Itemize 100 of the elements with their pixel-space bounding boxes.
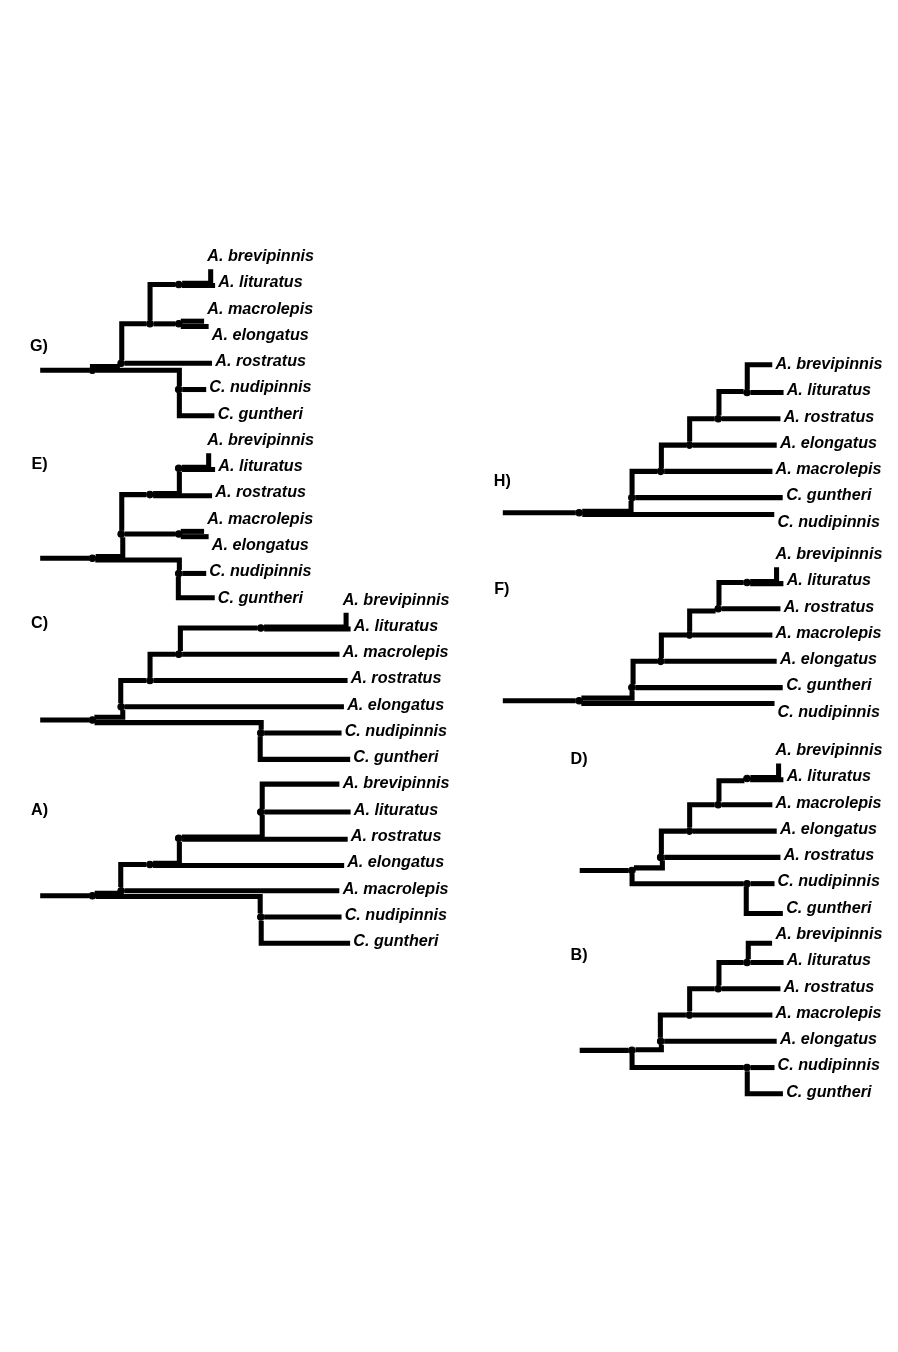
node-point (174, 569, 183, 578)
connector (687, 802, 715, 828)
node-point (575, 696, 583, 705)
node-text: C. nudipinnis (777, 701, 880, 720)
connector (181, 466, 216, 472)
connector (95, 894, 263, 914)
node-point (257, 913, 265, 921)
node-text: A. brevipinnis (207, 429, 315, 448)
connector (744, 362, 773, 390)
connector (181, 453, 212, 470)
connector (124, 360, 212, 366)
connector (664, 468, 773, 474)
connector (750, 763, 782, 780)
node-point (146, 490, 154, 499)
connector (721, 986, 781, 992)
connector (692, 828, 777, 834)
connector (716, 388, 744, 416)
connector (119, 492, 147, 531)
connector (687, 416, 715, 442)
node-text: A. brevipinnis (207, 245, 315, 264)
node-point (743, 879, 751, 888)
connector (177, 625, 258, 652)
node-text: A. brevipinnis (775, 354, 883, 373)
connector (181, 815, 265, 840)
node-point (656, 853, 665, 862)
node-point (743, 578, 751, 587)
node-text: A. lituratus (786, 380, 872, 399)
node-point (656, 467, 665, 476)
node-point (146, 676, 154, 685)
connector (259, 781, 340, 809)
node-text: A. rostratus (215, 351, 307, 370)
connector (182, 651, 340, 657)
connector (716, 959, 744, 986)
connector (153, 678, 348, 684)
label: A) (31, 799, 49, 818)
node-text: A. brevipinnis (775, 544, 883, 563)
connector (629, 873, 744, 887)
connector (176, 392, 215, 419)
node-point (575, 509, 583, 517)
connector (182, 836, 348, 842)
connector (95, 557, 182, 570)
connector (502, 698, 576, 704)
node-point (174, 320, 183, 328)
connector (629, 468, 658, 494)
node-text: C. nudipinnis (777, 1055, 880, 1074)
connector (581, 700, 775, 706)
connector (264, 730, 342, 736)
node-text: A. macrolepis (775, 622, 882, 641)
node-point (257, 808, 265, 816)
connector (635, 1044, 664, 1053)
node-point (174, 280, 183, 289)
label: F) (494, 579, 510, 598)
connector (635, 495, 783, 501)
connector (153, 841, 182, 866)
connector (582, 501, 634, 514)
connector (502, 510, 576, 516)
connector (182, 570, 207, 576)
connector (182, 269, 214, 286)
connector (147, 651, 176, 677)
connector (692, 1012, 773, 1018)
connector (124, 704, 344, 710)
connector (664, 658, 777, 664)
node-text: C. guntheri (353, 931, 439, 950)
node-point (117, 359, 125, 368)
node-text: A. macrolepis (342, 878, 449, 897)
connector (657, 1012, 686, 1038)
connector (629, 1053, 744, 1071)
label: B) (570, 945, 588, 964)
node-point (714, 605, 722, 613)
node-text: A. elongatus (211, 534, 309, 553)
connector (750, 881, 775, 887)
node-text: C. nudipinnis (777, 511, 880, 530)
connector (94, 709, 126, 720)
node-text: A. rostratus (783, 845, 875, 864)
node-text: A. rostratus (350, 826, 442, 845)
connector (721, 416, 781, 422)
connector (664, 1038, 777, 1044)
connector (743, 886, 783, 916)
node-point (743, 1063, 751, 1072)
node-text: A. elongatus (780, 649, 878, 668)
node-text: A. lituratus (786, 950, 872, 969)
node-text: A. brevipinnis (775, 924, 883, 943)
node-point (628, 866, 636, 875)
label: G) (29, 335, 48, 354)
node-point (628, 493, 636, 502)
node-text: A. macrolepis (775, 792, 882, 811)
node-text: C. guntheri (217, 403, 304, 422)
node-point (88, 892, 97, 900)
connector (721, 606, 781, 612)
connector (118, 861, 147, 888)
label: E) (31, 454, 48, 473)
connector (630, 658, 658, 685)
node-point (743, 774, 751, 783)
connector (94, 720, 264, 730)
connector (124, 888, 340, 894)
node-text: A. lituratus (353, 799, 439, 818)
connector (633, 860, 665, 871)
connector (581, 690, 635, 701)
node-text: A. elongatus (780, 1029, 878, 1048)
connector (147, 281, 176, 321)
